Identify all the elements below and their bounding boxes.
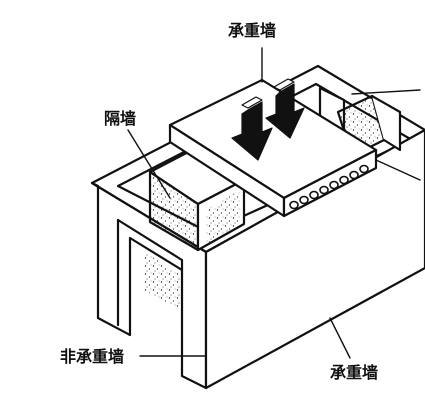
slab-cores [289, 164, 369, 210]
label-non-load-bearing: 非承重墙 [60, 347, 125, 366]
label-load-bearing-top: 承重墙 [228, 21, 277, 40]
load-arrow-icon [231, 83, 305, 161]
leader-right-mid [375, 159, 421, 181]
leader-partition [127, 129, 171, 199]
left-inner-speckle [144, 252, 180, 310]
leader-right-top [351, 89, 421, 95]
label-load-bearing-bottom: 承重墙 [330, 363, 379, 382]
label-partition-wall: 隔墙 [104, 109, 137, 128]
leader-load-bearing-bottom [329, 317, 351, 359]
